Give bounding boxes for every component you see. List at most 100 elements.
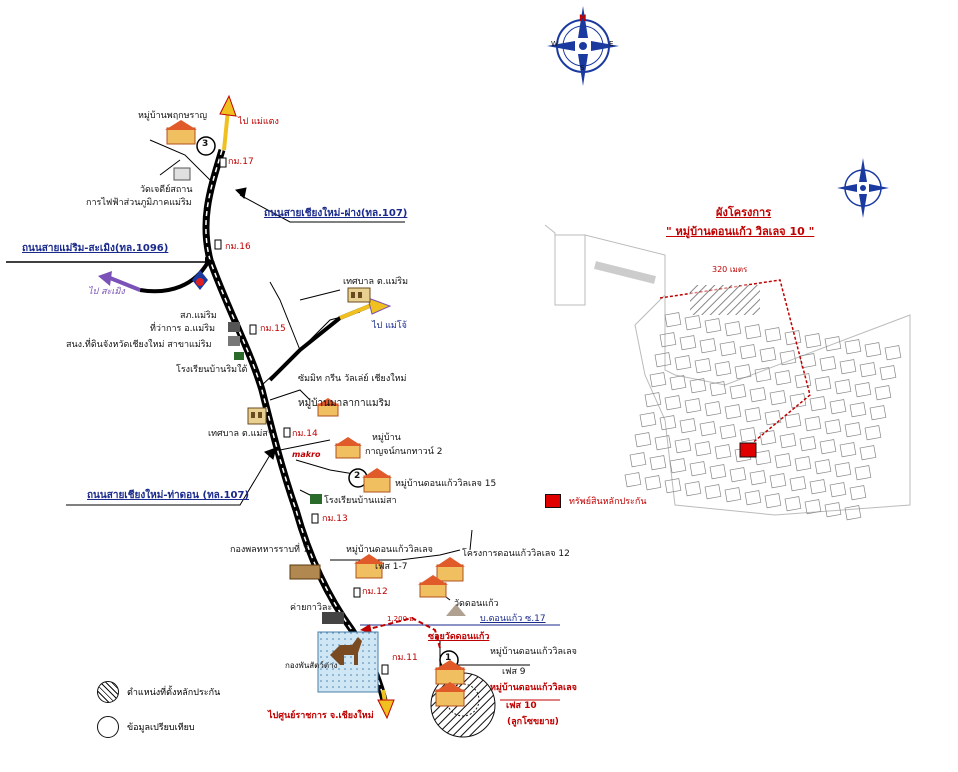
inset-lot: [774, 453, 792, 469]
inset-lot: [674, 438, 692, 454]
inset-lot: [744, 490, 762, 506]
soi17-label: บ.ดอนแก้ว ซ.17: [480, 614, 546, 624]
inset-lot: [844, 422, 862, 438]
inset-lot: [749, 387, 767, 403]
inset-lot: [654, 352, 672, 368]
compass-e: E: [609, 40, 614, 48]
inset-lot: [764, 493, 782, 509]
land-office-label: สนง.ที่ดินจังหวัดเชียงใหม่ สาขาแม่ริม: [66, 340, 212, 350]
inset-lot: [884, 345, 902, 361]
compass-inset: [837, 158, 889, 218]
inset-lot: [699, 338, 717, 354]
to-samoeng-label: ไป สะเมิง: [88, 287, 125, 297]
inset-lot: [724, 487, 742, 503]
inset-lot: [859, 445, 877, 461]
inset-lot: [679, 418, 697, 434]
arrow-to-maetaeng: [219, 94, 237, 151]
army-label: กองพลทหารราบที่ 7: [230, 545, 309, 555]
inset-lot: [684, 481, 702, 497]
distance-line: [364, 616, 441, 649]
village-donkaew-9: หมู่บ้านดอนแก้ววิลเลจ: [490, 647, 577, 657]
inset-lot: [664, 312, 682, 328]
inset-lot: [659, 415, 677, 431]
soi-wat-label: ซอยวัดดอนแก้ว: [428, 632, 490, 642]
camp-label: ค่ายกาวิละ: [290, 603, 333, 613]
inset-lot: [709, 381, 727, 397]
km11: กม.11: [392, 653, 418, 663]
inset-lot: [779, 433, 797, 449]
inset-lot: [824, 419, 842, 435]
inset-lot: [784, 413, 802, 429]
inset-lot: [759, 347, 777, 363]
police-label: สภ.แม่ริม: [180, 311, 217, 321]
inset-lot: [724, 404, 742, 420]
inset-lot: [769, 390, 787, 406]
inset-lot: [799, 353, 817, 369]
inset-lot: [649, 455, 667, 471]
inset-lot: [759, 430, 777, 446]
inset-lot: [799, 436, 817, 452]
target-village: หมู่บ้านดอนแก้ววิลเลจ: [490, 683, 577, 693]
inset-title: ผังโครงการ: [716, 206, 772, 219]
inset-legend-swatch: [545, 494, 561, 508]
inset-lot: [624, 472, 642, 488]
inset-lot: [814, 376, 832, 392]
inset-legend-label: ทรัพย์สินหลักประกัน: [569, 497, 647, 507]
inset-lot: [804, 333, 822, 349]
inset-lot: [639, 412, 657, 428]
arrow-to-city: [377, 689, 395, 720]
inset-lot: [629, 452, 647, 468]
road-107-north: ถนนสายเชียงใหม่-ฝาง(ทล.107): [264, 208, 408, 219]
inset-lot: [819, 356, 837, 372]
inset-lot: [774, 370, 792, 386]
inset-lot: [709, 464, 727, 480]
compass-w: W: [551, 40, 558, 48]
target-phase: เฟส 10: [506, 701, 537, 711]
legend-circle-swatch: [97, 716, 119, 738]
inset-lot: [829, 399, 847, 415]
road-1096: [6, 257, 215, 294]
inset-distance: 320 เมตร: [712, 265, 748, 274]
inset-lot: [664, 395, 682, 411]
school-rim-label: โรงเรียนบ้านริมใต้: [176, 365, 248, 375]
village-kanchanok-1: หมู่บ้าน: [372, 433, 401, 443]
inset-lot: [689, 378, 707, 394]
inset-lot: [839, 442, 857, 458]
inset-lot: [634, 432, 652, 448]
km12: กม.12: [362, 587, 388, 597]
highway-107: [202, 148, 388, 701]
inset-map: [544, 224, 911, 521]
km16: กม.16: [225, 242, 251, 252]
inset-lot: [649, 372, 667, 388]
inset-lot: [664, 478, 682, 494]
muni-mahsa: เทศบาล ต.แม่สา: [208, 429, 273, 439]
stud-area: [317, 631, 379, 693]
muni-maerim: เทศบาล ต.แม่ริม: [343, 277, 409, 287]
inset-lot: [869, 405, 887, 421]
horse-icon: [330, 637, 362, 665]
inset-lot: [829, 482, 847, 498]
inset-lot: [824, 502, 842, 518]
school-mahsa: โรงเรียนบ้านแม่สา: [324, 496, 397, 506]
inset-lot: [804, 416, 822, 432]
inset-lot: [834, 379, 852, 395]
km14: กม.14: [292, 429, 318, 439]
to-maejo-label: ไป แม่โจ้: [372, 321, 407, 331]
inset-lot: [784, 330, 802, 346]
compass-s: S: [580, 64, 585, 72]
inset-lot: [849, 402, 867, 418]
inset-lot: [874, 385, 892, 401]
inset-lot: [784, 496, 802, 512]
compass-main: [547, 6, 619, 86]
to-city-label: ไปศูนย์ราชการ จ.เชียงใหม่: [268, 711, 374, 721]
inset-lot: [824, 336, 842, 352]
project-12: โครงการดอนแก้ววิลเลจ 12: [462, 549, 570, 559]
inset-lot: [644, 475, 662, 491]
inset-lot: [839, 359, 857, 375]
inset-lot: [744, 324, 762, 340]
inset-lot: [849, 485, 867, 501]
inset-lot: [864, 425, 882, 441]
stud-label: กองพันสัตว์ต่าง: [285, 661, 338, 670]
inset-lot: [814, 459, 832, 475]
